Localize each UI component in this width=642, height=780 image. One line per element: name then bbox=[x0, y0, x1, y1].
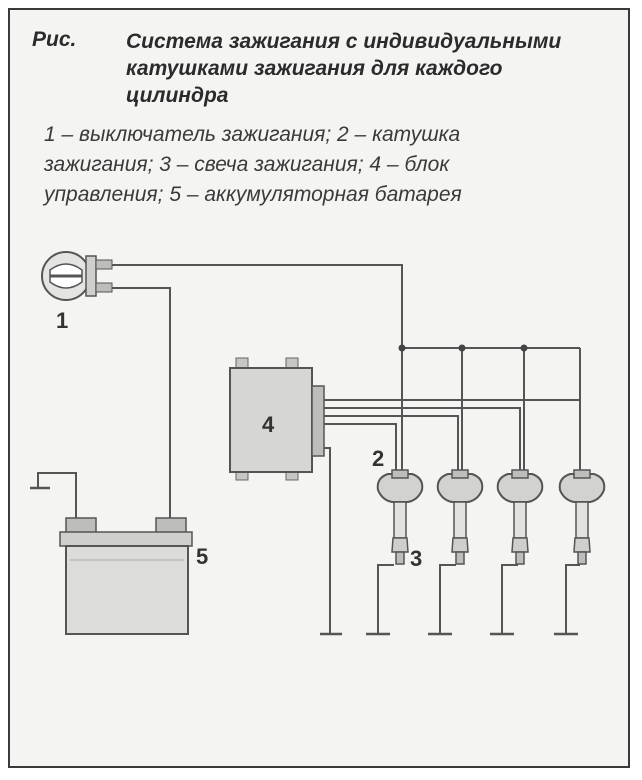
control-line-4 bbox=[322, 399, 581, 472]
plug-1-ground-wire bbox=[377, 564, 394, 634]
control-line-3 bbox=[322, 407, 521, 472]
coil-assembly-3 bbox=[496, 469, 544, 565]
battery bbox=[59, 517, 193, 635]
spark-plug-tip bbox=[395, 551, 405, 565]
control-unit-ground-wire bbox=[322, 447, 331, 634]
caption-label: Рис. bbox=[32, 28, 77, 51]
junction-dot bbox=[398, 344, 406, 352]
battery-ground-wire bbox=[37, 472, 77, 520]
plug-3-ground-wire bbox=[501, 564, 518, 634]
control-unit bbox=[229, 357, 325, 481]
junction-dots bbox=[398, 344, 528, 352]
plug-2-ground-wire bbox=[439, 564, 456, 634]
callout-control-unit-number: 4 bbox=[262, 412, 275, 437]
junction-dot bbox=[458, 344, 466, 352]
junction-dot bbox=[520, 344, 528, 352]
ignition-coil-head bbox=[558, 473, 606, 503]
ignition-coil-head bbox=[436, 473, 484, 503]
callout-plug-number: 3 bbox=[410, 546, 422, 571]
ignition-coil-head bbox=[376, 473, 424, 503]
switch-output-wire bbox=[112, 264, 403, 348]
coil-assembly-2 bbox=[436, 469, 484, 565]
callout-coil-number: 2 bbox=[372, 446, 384, 471]
plug-4-ground-wire bbox=[565, 564, 580, 634]
coil-connector bbox=[451, 469, 469, 479]
spark-plug-tip bbox=[455, 551, 465, 565]
legend-text: 1 – выключатель зажигания; 2 – катушка з… bbox=[44, 123, 462, 206]
coil-connector bbox=[573, 469, 591, 479]
spark-plug-body bbox=[451, 537, 469, 553]
spark-plug-body bbox=[573, 537, 591, 553]
coil-connector bbox=[511, 469, 529, 479]
coil-boot bbox=[513, 501, 527, 539]
spark-plug-tip bbox=[577, 551, 587, 565]
control-line-2 bbox=[322, 415, 459, 472]
ignition-switch bbox=[41, 251, 113, 301]
coil-boot bbox=[453, 501, 467, 539]
coil-boot bbox=[575, 501, 589, 539]
caption-title: Система зажигания с индивидуальными кату… bbox=[126, 30, 562, 107]
coil-assembly-4 bbox=[558, 469, 606, 565]
coil-assembly-1 bbox=[376, 469, 424, 565]
coils-group bbox=[376, 469, 606, 565]
switch-battery-wire bbox=[112, 287, 171, 520]
spark-plug-body bbox=[391, 537, 409, 553]
ground-symbols bbox=[30, 486, 578, 636]
control-line-1 bbox=[322, 423, 397, 472]
callout-switch-number: 1 bbox=[56, 308, 68, 333]
coil-connector bbox=[391, 469, 409, 479]
spark-plug-body bbox=[511, 537, 529, 553]
coil-boot bbox=[393, 501, 407, 539]
spark-plug-tip bbox=[515, 551, 525, 565]
callout-battery-number: 5 bbox=[196, 544, 208, 569]
wires bbox=[37, 264, 581, 634]
ignition-coil-head bbox=[496, 473, 544, 503]
